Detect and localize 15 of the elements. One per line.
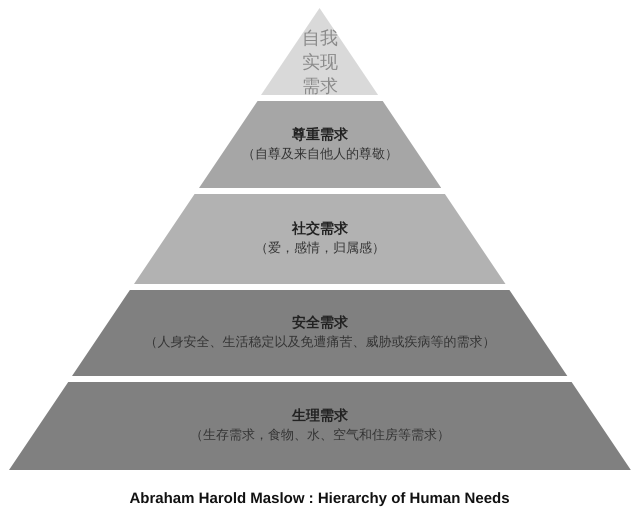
- tier-title: 生理需求: [292, 407, 348, 426]
- pyramid-tier: [198, 101, 442, 188]
- tier-description: （人身安全、生活稳定以及免遭痛苦、威胁或疾病等的需求）: [144, 334, 496, 352]
- pyramid-apex: [261, 8, 379, 95]
- tier-label: 自我实现需求: [300, 26, 339, 98]
- pyramid-tier: [72, 290, 568, 376]
- pyramid-tier: [134, 194, 506, 284]
- tier-description: （自尊及来自他人的尊敬）: [242, 146, 398, 164]
- caption: Abraham Harold Maslow : Hierarchy of Human Needs: [129, 490, 510, 507]
- tier-title: 安全需求: [292, 314, 348, 333]
- tier-description: （生存需求，食物、水、空气和住房等需求）: [190, 427, 450, 445]
- tier-title: 社交需求: [292, 220, 348, 239]
- tier-description: （爱，感情，归属感）: [254, 240, 385, 258]
- tier-title: 尊重需求: [292, 126, 348, 144]
- pyramid-base-tier: [9, 382, 631, 470]
